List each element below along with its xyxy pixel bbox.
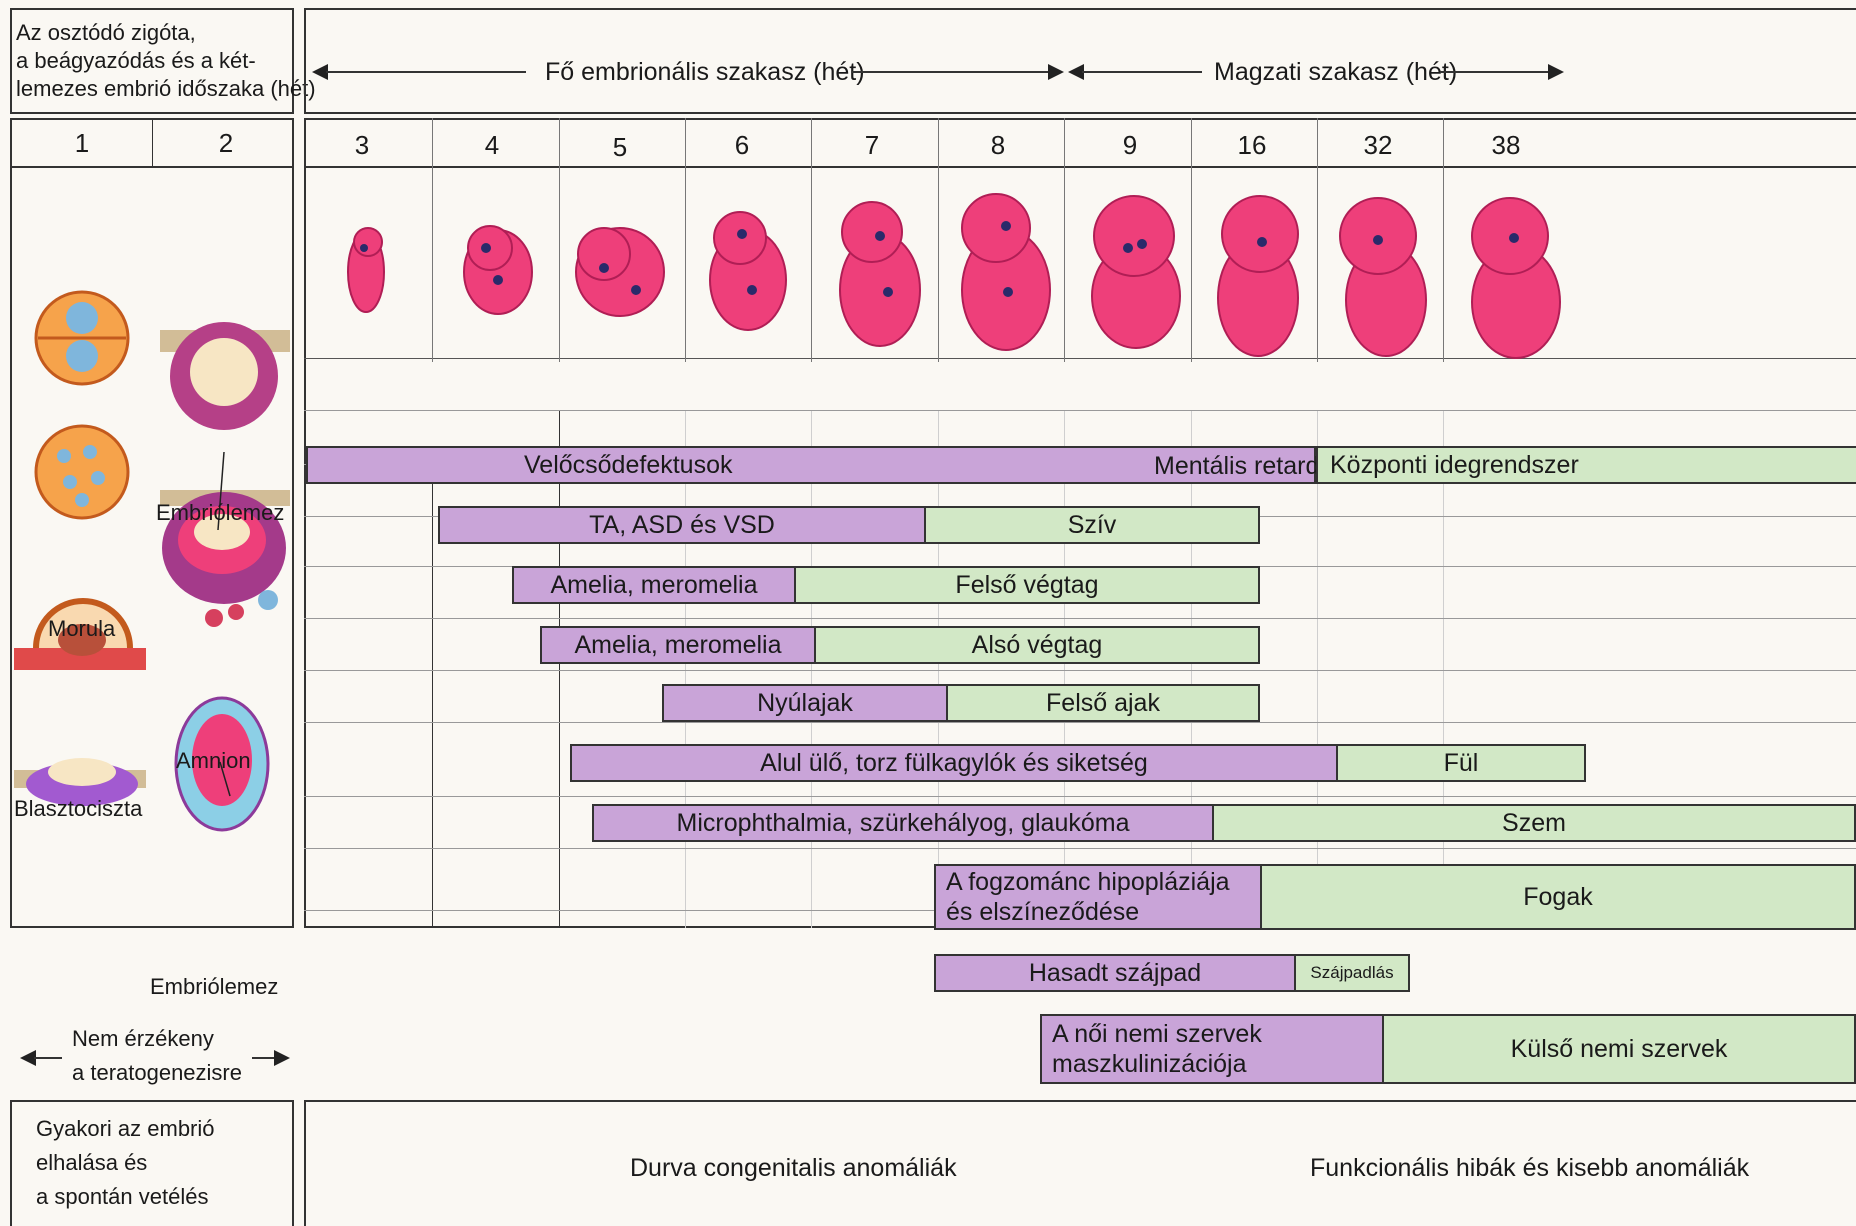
bar-heart-defects: TA, ASD és VSD [438,506,926,544]
ear-defects-label: Alul ülő, torz fülkagylók és siketség [760,748,1148,778]
amnion-label: Amnion [176,748,251,774]
upper-lip-defects-label: Nyúlajak [757,688,853,718]
embryonic-disc-label-2: Embriólemez [150,974,278,1000]
bar-palate-organ: Szájpadlás [1294,954,1410,992]
heart-organ-label: Szív [1068,510,1117,540]
not-sensitive-right-arrow [274,1050,290,1066]
genital-defects-label-line2: maszkulinizációja [1052,1049,1247,1079]
bar-palate-defects: Hasadt szájpad [934,954,1296,992]
genital-organ-label: Külső nemi szervek [1511,1034,1728,1064]
genital-defects-label-line1: A női nemi szervek [1052,1019,1262,1049]
embryonic-disc-label-1: Embriólemez [156,500,284,526]
two-cell-zygote-image [36,292,128,384]
embryo-death-text-line2: elhalása és [36,1150,147,1176]
upper-limb-defects-label: Amelia, meromelia [550,570,757,600]
embryo-week-9-image [1092,196,1180,348]
heart-defects-label: TA, ASD és VSD [589,510,775,540]
lower-limb-defects-label: Amelia, meromelia [574,630,781,660]
not-sensitive-label-line1: Nem érzékeny [72,1026,214,1052]
upper-lip-organ-label: Felső ajak [1046,688,1160,718]
embryo-week-32-image [1340,198,1426,356]
embryo-week-6-image [710,212,786,330]
bar-eye-organ: Szem [1212,804,1856,842]
bilaminar-embryo-image-1 [160,322,290,430]
embryo-death-text-line3: a spontán vetélés [36,1184,208,1210]
bar-eye-defects: Microphthalmia, szürkehályog, glaukóma [592,804,1214,842]
embryo-week-8-image [962,194,1050,350]
bar-teeth-defects: A fogzománc hipopláziája és elszíneződés… [934,864,1262,930]
bar-lower-limb-organ: Alsó végtag [814,626,1260,664]
ear-organ-label: Fül [1444,748,1479,778]
embryo-death-text-line1: Gyakori az embrió [36,1116,215,1142]
embryo-week-16-image [1218,196,1298,356]
bar-upper-lip-defects: Nyúlajak [662,684,948,722]
palate-defects-label: Hasadt szájpad [1029,958,1201,988]
embryo-week-38-image [1472,198,1560,358]
not-sensitive-line-right [252,1057,276,1059]
not-sensitive-line-left [34,1057,62,1059]
bar-upper-limb-organ: Felső végtag [794,566,1260,604]
embryo-week-3-image [348,228,384,312]
bar-genital-defects: A női nemi szervek maszkulinizációja [1040,1014,1384,1084]
teeth-defects-label-line1: A fogzománc hipopláziája [946,867,1230,897]
palate-organ-label: Szájpadlás [1310,958,1393,988]
teeth-organ-label: Fogak [1523,882,1592,912]
bar-teeth-organ: Fogak [1260,864,1856,930]
lower-limb-organ-label: Alsó végtag [972,630,1103,660]
embryo-week-5-image [576,228,664,316]
morula-image [36,426,128,518]
eye-defects-label: Microphthalmia, szürkehályog, glaukóma [677,808,1130,838]
bar-ear-defects: Alul ülő, torz fülkagylók és siketség [570,744,1338,782]
teeth-defects-label-line2: és elszíneződése [946,897,1139,927]
gross-anomalies-label: Durva congenitalis anomáliák [630,1154,957,1182]
not-sensitive-label-line2: a teratogenezisre [72,1060,242,1086]
neural-tube-defects-label: Velőcsődefektusok [524,450,732,480]
morula-label: Morula [48,616,115,642]
eye-organ-label: Szem [1502,808,1566,838]
bar-heart-organ: Szív [924,506,1260,544]
upper-limb-organ-label: Felső végtag [955,570,1098,600]
bar-cns-organ: Központi idegrendszer [1316,446,1856,484]
blastocyst-label: Blasztociszta [14,796,142,822]
bar-upper-lip-organ: Felső ajak [946,684,1260,722]
bar-upper-limb-defects: Amelia, meromelia [512,566,796,604]
embryo-week-4-image [464,226,532,314]
bar-lower-limb-defects: Amelia, meromelia [540,626,816,664]
bar-ear-organ: Fül [1336,744,1586,782]
functional-defects-label: Funkcionális hibák és kisebb anomáliák [1310,1154,1749,1182]
cns-organ-label: Központi idegrendszer [1330,450,1579,480]
embryo-week-7-image [840,202,920,346]
bar-genital-organ: Külső nemi szervek [1382,1014,1856,1084]
